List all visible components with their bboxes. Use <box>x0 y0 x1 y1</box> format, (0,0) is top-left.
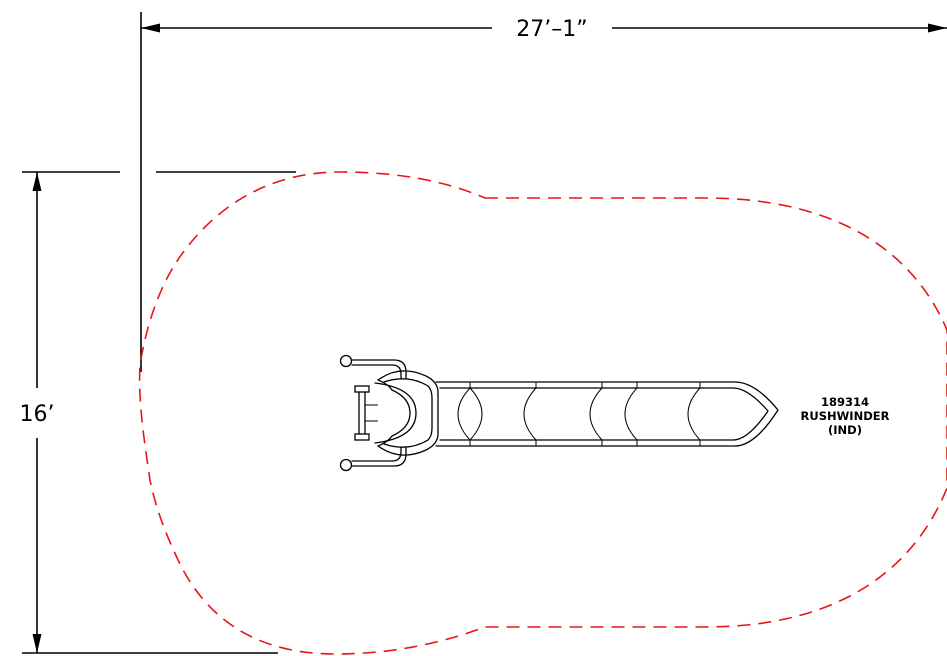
chute-rib-3 <box>589 387 603 441</box>
slide-chute-outer <box>435 381 779 447</box>
slide-chute-inner <box>439 387 769 441</box>
handrail-bottom-inner <box>351 446 402 462</box>
equipment-name: RUSHWINDER <box>801 409 890 423</box>
equipment-part-number: 189314 <box>821 395 869 409</box>
slide-equipment <box>339 354 779 472</box>
width-arrow-left <box>141 23 160 33</box>
handrail-bottom <box>351 447 407 467</box>
height-arrow-bottom <box>32 634 42 653</box>
height-dimension: 16’ <box>20 171 296 654</box>
use-zone-boundary <box>138 171 947 655</box>
entry-bar-clamp-bottom <box>354 433 370 441</box>
chute-rib-2 <box>523 387 537 441</box>
entry-bar <box>358 387 366 440</box>
height-dimension-label: 16’ <box>20 402 55 427</box>
width-dimension: 27’–1” <box>140 12 947 372</box>
handrail-knob-top <box>339 354 353 368</box>
handrail-top <box>351 359 407 379</box>
chute-rib-5 <box>687 387 701 441</box>
width-arrow-right <box>928 23 947 33</box>
handrail-knob-bottom <box>339 458 353 472</box>
chute-rib-1 <box>457 387 471 441</box>
equipment-type: (IND) <box>828 423 862 437</box>
entry-hood-outer <box>377 370 439 456</box>
handrail-top-inner <box>351 364 402 380</box>
entry-bar-clamp-top <box>354 385 370 393</box>
entry-hood-inner <box>383 378 433 448</box>
height-arrow-top <box>32 172 42 191</box>
entry-seat-curve <box>374 382 417 444</box>
equipment-label: 189314 RUSHWINDER (IND) <box>801 395 890 437</box>
chute-rib-4 <box>624 387 638 441</box>
chute-rib-start <box>469 387 483 441</box>
width-dimension-label: 27’–1” <box>516 17 587 42</box>
